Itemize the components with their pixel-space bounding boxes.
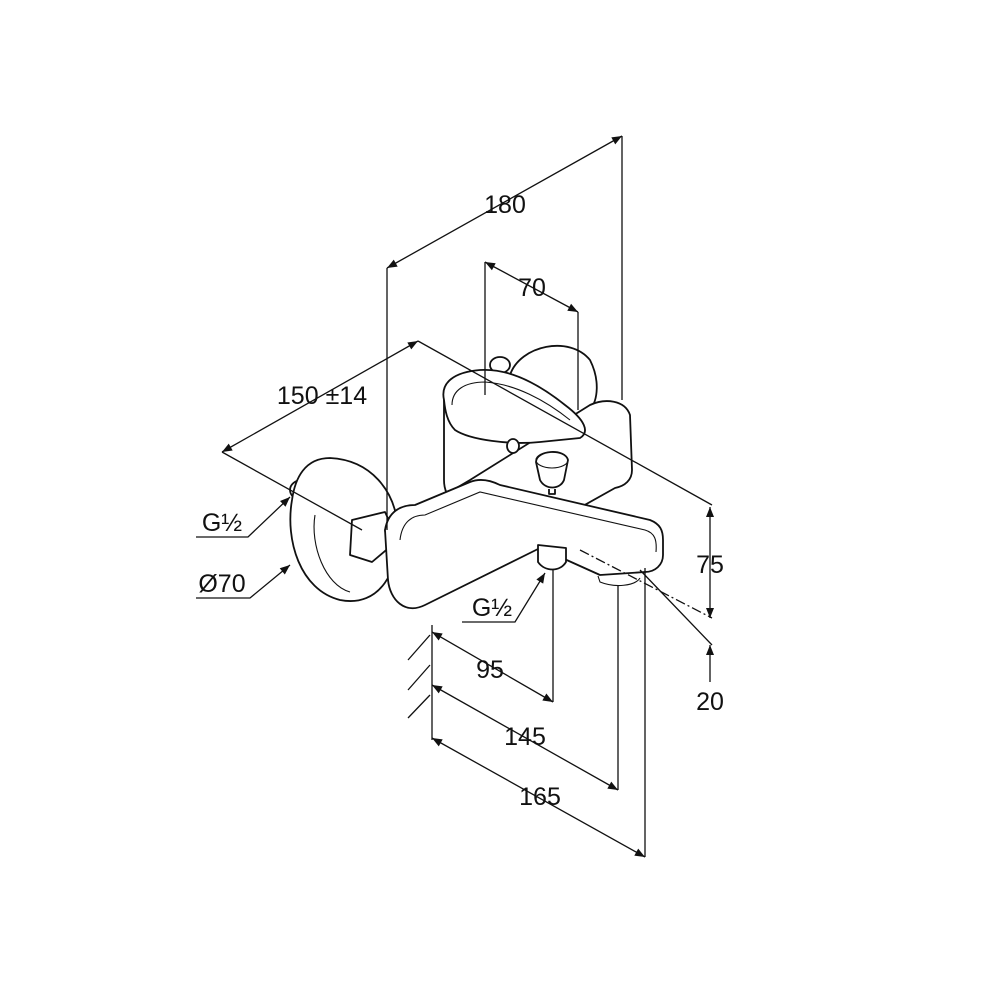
dim-70: 70 <box>518 274 546 302</box>
callout-rosette-diameter: Ø70 <box>198 570 245 598</box>
faucet-illustration <box>289 344 664 610</box>
dim-150: 150 ±14 <box>277 382 367 410</box>
dim-165: 165 <box>519 783 561 811</box>
callout-outlet-thread: G½ <box>472 594 512 622</box>
callout-inlet-thread: G½ <box>202 509 242 537</box>
dim-145: 145 <box>504 723 546 751</box>
dim-95: 95 <box>476 656 504 684</box>
dim-75: 75 <box>696 551 724 579</box>
lever-handle <box>442 369 586 444</box>
outlet <box>537 544 567 571</box>
spout <box>384 478 664 610</box>
dimension-lines <box>196 135 714 858</box>
diverter-knob <box>535 451 569 489</box>
dim-180: 180 <box>484 191 526 219</box>
dim-20: 20 <box>696 688 724 716</box>
